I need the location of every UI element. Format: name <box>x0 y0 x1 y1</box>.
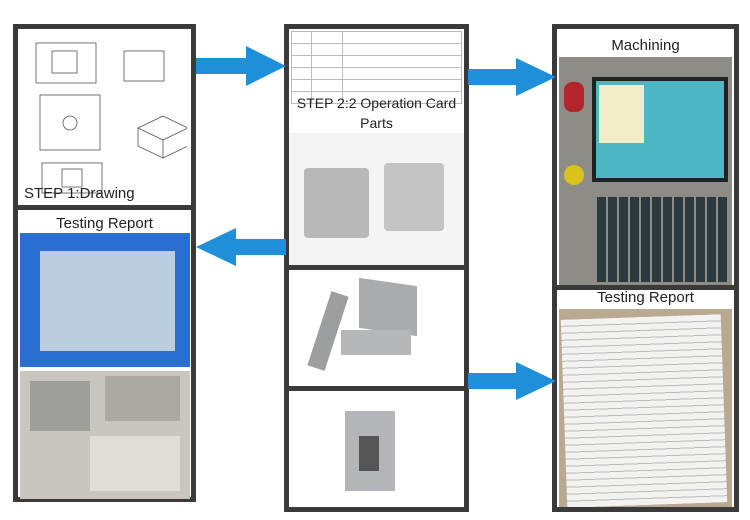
drawing-icon <box>35 42 187 194</box>
part-photo-1 <box>289 133 464 265</box>
operation-card-label: STEP 2:2 Operation Card <box>296 95 457 111</box>
machining-panel: Machining Testing Report <box>552 24 739 512</box>
packaged-parts-photo-2 <box>20 371 190 499</box>
arrow-right-icon <box>196 46 286 86</box>
machining-label: Machining <box>611 37 680 54</box>
drawing-label: STEP 1:Drawing <box>24 185 135 202</box>
drawing-panel: STEP 1:Drawing Testing Report <box>13 24 196 502</box>
divider <box>18 205 191 210</box>
testing-report-right-label: Testing Report <box>597 289 694 306</box>
arrow-right-icon <box>468 58 556 96</box>
operation-card-panel: STEP 2:2 Operation Card Parts <box>284 24 469 512</box>
technical-drawing-image <box>22 33 187 201</box>
testing-report-left-label: Testing Report <box>56 215 153 232</box>
arrow-right-icon <box>468 362 556 400</box>
divider <box>289 265 464 270</box>
testing-report-paper-photo <box>559 309 732 507</box>
parts-label: Parts <box>360 115 393 131</box>
divider <box>557 285 734 290</box>
packaged-parts-photo <box>20 233 190 367</box>
cnc-machine-photo <box>559 57 732 285</box>
part-photo-3 <box>289 391 464 507</box>
arrow-left-icon <box>196 228 286 266</box>
part-photo-2 <box>289 270 464 385</box>
operation-card-table <box>291 31 462 111</box>
divider <box>289 386 464 391</box>
